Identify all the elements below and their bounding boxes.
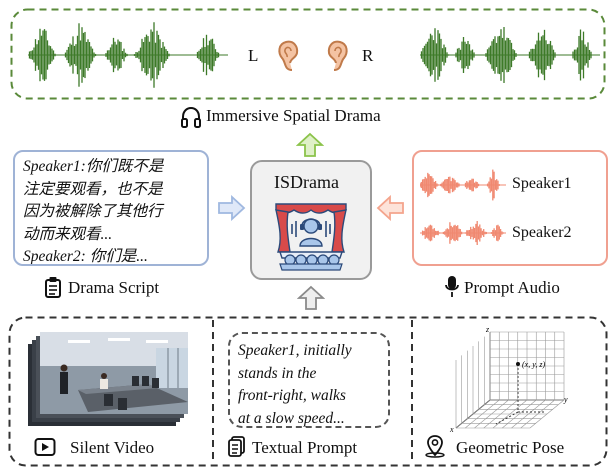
output-arrow: [296, 132, 324, 157]
video-play-icon: [34, 438, 56, 456]
prompt-line: stands in the: [238, 364, 317, 382]
pose-point: [516, 362, 520, 366]
geometric-pose-caption: Geometric Pose: [456, 438, 565, 457]
script-line: Speaker1:你们既不是: [23, 158, 164, 175]
prompt-line: at a slow speed...: [238, 409, 345, 427]
meeting-room-frame: [40, 332, 188, 414]
audio-input-arrow: [376, 195, 404, 221]
silent-video-frames: [28, 332, 188, 426]
immersive-spatial-drama-caption: Immersive Spatial Drama: [206, 106, 381, 125]
silent-video-caption: Silent Video: [70, 438, 155, 457]
textual-prompt-caption: Textual Prompt: [252, 438, 358, 457]
prompt-audio-caption: Prompt Audio: [464, 278, 560, 297]
right-ear-icon: [327, 40, 348, 71]
location-pin-icon: [425, 435, 445, 458]
right-channel-waveform: [420, 27, 600, 83]
multimodal-conditions-panel: [8, 316, 608, 467]
z-axis-label: z: [485, 325, 490, 334]
right-ear-label: R: [362, 46, 374, 65]
drama-script-caption: Drama Script: [68, 278, 160, 297]
speaker2-label: Speaker2: [512, 224, 572, 241]
textual-prompt-box: Speaker1, initially stands in the front-…: [228, 332, 390, 428]
geometric-pose-3d-grid: (x, y, z) z y x: [449, 325, 568, 434]
microphone-icon: [445, 276, 459, 297]
y-axis-label: y: [563, 395, 568, 404]
x-axis-label: x: [449, 425, 454, 434]
pose-point-label: (x, y, z): [522, 360, 545, 369]
spatial-audio-panel-border: [10, 8, 606, 100]
script-line: Speaker2: 你们是...: [23, 248, 148, 265]
isdrama-title: ISDrama: [274, 172, 339, 192]
clipboard-icon: [45, 277, 61, 298]
headphones-icon: [181, 106, 201, 128]
left-ear-label: L: [248, 46, 259, 65]
speaker1-label: Speaker1: [512, 175, 572, 192]
speaker1-waveform: [420, 169, 506, 201]
prompt-line: Speaker1, initially: [238, 342, 352, 359]
drama-script-box: Speaker1:你们既不是 注定要观看，也不是 因为被解除了其他行 动而来观看…: [13, 150, 209, 266]
left-ear-icon: [278, 40, 299, 71]
script-input-arrow: [218, 195, 246, 221]
prompt-audio-box: [412, 150, 608, 266]
spatial-audio-panel: [10, 8, 606, 100]
script-line: 动而来观看...: [23, 225, 113, 243]
left-channel-waveform: [28, 22, 228, 88]
theater-stage-icon: [275, 203, 347, 271]
script-line: 因为被解除了其他行: [23, 203, 163, 220]
document-icon: [228, 436, 245, 457]
conditions-input-arrow: [297, 285, 325, 310]
script-line: 注定要观看，也不是: [23, 180, 163, 198]
speaker2-waveform: [420, 220, 506, 246]
prompt-line: front-right, walks: [238, 387, 346, 404]
